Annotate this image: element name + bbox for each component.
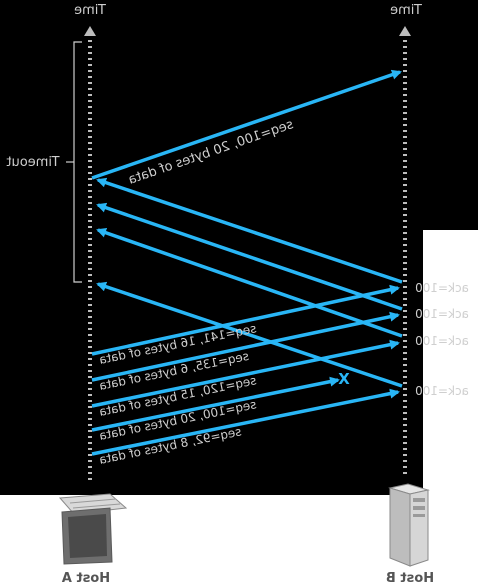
- left-axis-label: Time: [74, 3, 107, 18]
- right-axis-label: Time: [390, 3, 423, 18]
- timeout-label: Timeout: [6, 155, 60, 170]
- laptop-icon: [58, 493, 128, 565]
- left-time-arrow: [84, 26, 96, 36]
- host-a-label: Host A: [62, 571, 110, 586]
- ack-arrow-3: [96, 202, 403, 311]
- segment-arrow-seq92: [91, 388, 400, 456]
- segment-arrow-seq141: [91, 284, 400, 356]
- ack-arrow-2: [96, 227, 403, 338]
- ack-label-2: ack=100: [415, 334, 469, 348]
- ack-label-4: ack=100: [415, 281, 469, 295]
- segment-arrow-seq120: [91, 339, 400, 408]
- segment-arrow-seq135: [91, 311, 400, 382]
- ack-label-1: ack=100: [415, 384, 469, 398]
- ack-arrow-1: [96, 281, 403, 388]
- ack-arrow-4: [96, 177, 403, 284]
- dark-background: [0, 0, 478, 495]
- ack-label-3: ack=100: [415, 307, 469, 321]
- server-icon: [388, 483, 430, 567]
- segment-arrow-seq100-lost: [91, 376, 340, 432]
- host-b-label: Host B: [386, 571, 434, 586]
- lost-marker: X: [338, 370, 350, 388]
- right-time-arrow: [399, 26, 411, 36]
- retransmission-arrow: [91, 69, 402, 180]
